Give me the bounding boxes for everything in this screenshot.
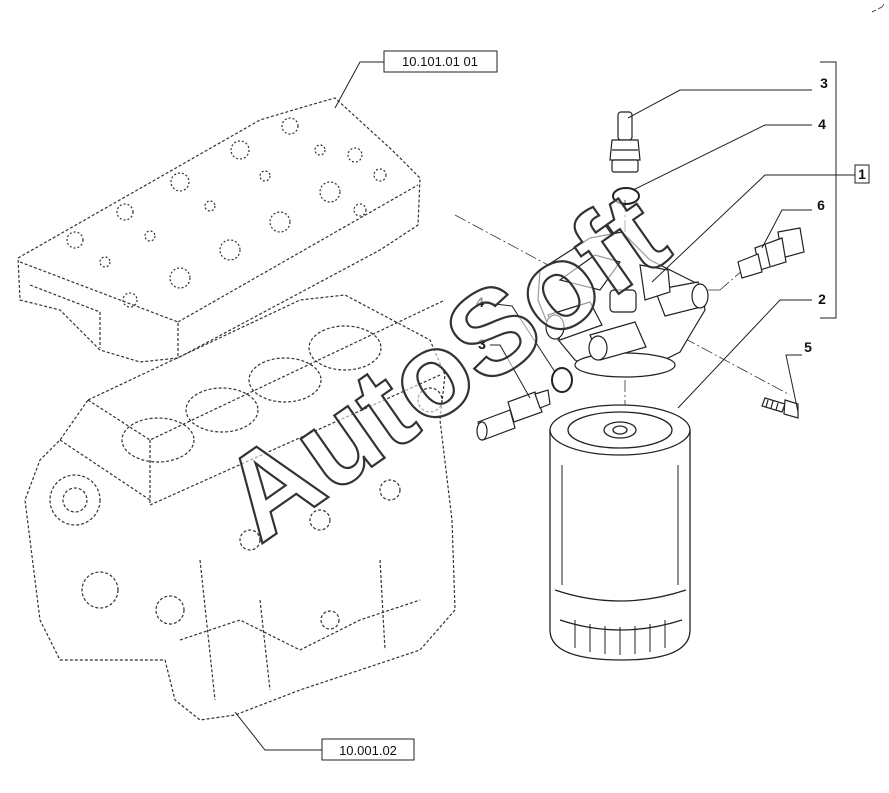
block-ref-box xyxy=(321,738,415,761)
filter-cartridge xyxy=(549,404,691,661)
cylinder-head xyxy=(17,97,421,363)
callout-3-left: 3 xyxy=(478,336,486,352)
block-ref-leader xyxy=(234,711,322,751)
fitting-top xyxy=(609,111,641,173)
head-ref-leader xyxy=(334,61,384,109)
callout-5: 5 xyxy=(804,339,812,355)
callout-4-top: 4 xyxy=(818,116,826,132)
seal-ring-top xyxy=(612,187,640,205)
callout-3-top: 3 xyxy=(820,75,828,91)
engine-block xyxy=(24,294,456,721)
filter-cartridge-knurling xyxy=(574,620,666,655)
callout-leaders xyxy=(485,61,855,413)
seal-ring-left xyxy=(551,367,573,393)
head-ref-box xyxy=(383,50,498,73)
filter-head xyxy=(537,231,709,378)
mounting-bolt xyxy=(761,397,799,419)
callout-4-left: 4 xyxy=(476,294,484,310)
block-ref-label: 10.001.02 xyxy=(339,743,397,758)
callout-1: 1 xyxy=(858,166,866,182)
temperature-sensor xyxy=(737,227,805,279)
callout-2: 2 xyxy=(818,291,826,307)
fitting-left xyxy=(476,389,551,441)
corner-mark xyxy=(871,3,885,13)
callout-1-box xyxy=(854,164,870,184)
callout-6: 6 xyxy=(817,197,825,213)
head-ref-label: 10.101.01 01 xyxy=(402,54,478,69)
